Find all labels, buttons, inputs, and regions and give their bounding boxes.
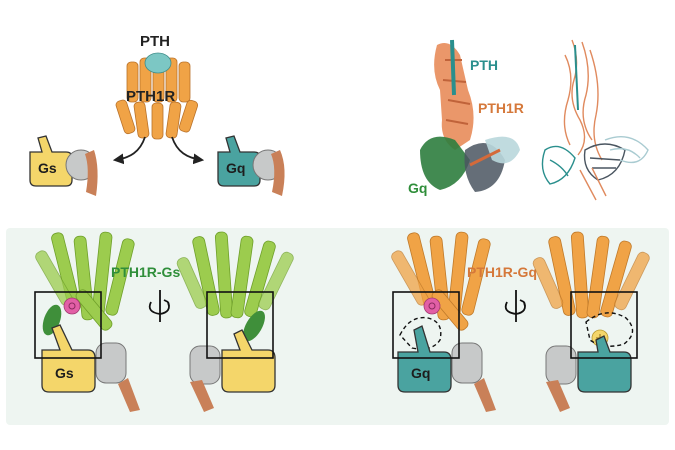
gs-pink-site-view1 (63, 297, 81, 315)
gs-label-top: Gs (38, 160, 57, 176)
gq-dashed-outline-view2 (585, 312, 634, 347)
arrow-to-gq (171, 136, 205, 165)
gq-zoom-box-view2 (570, 291, 638, 359)
structure-gq-left (420, 136, 470, 190)
gs-receptor-helices-view2 (176, 231, 294, 319)
pth-ligand (144, 52, 172, 74)
bottom-left-gs-complex: Gs PTH1R-Gs (34, 231, 294, 412)
gs-zoom-box-view1 (34, 291, 102, 359)
rotation-icon-gq (504, 290, 526, 322)
gs-dark-green-helix-view2 (243, 310, 265, 342)
pth-label: PTH (140, 33, 170, 50)
pth1r-label: PTH1R (126, 88, 175, 105)
structure-gq-label: Gq (408, 180, 427, 196)
arrow-to-gs (112, 136, 146, 165)
bottom-right-gq-complex: Gq PTH1R-Gq (391, 231, 650, 412)
top-right-structure: PTH PTH1R Gq (408, 39, 649, 201)
structure-ribbon-right (541, 39, 649, 201)
structure-pth1r-label: PTH1R (478, 100, 524, 116)
gq-receptor-helices-view2 (532, 231, 650, 319)
gq-label-bottom: Gq (411, 365, 430, 381)
rotation-icon-gs (148, 290, 170, 322)
gs-zoom-box-view2 (206, 291, 274, 359)
gq-pink-site-view1 (423, 297, 441, 315)
gs-label-bottom: Gs (55, 365, 74, 381)
gq-protein-top: Gq (217, 135, 285, 196)
gs-protein-top: Gs (29, 135, 98, 196)
bottom-panel-background (6, 228, 669, 425)
gq-label-top: Gq (226, 160, 245, 176)
gq-zoom-box-view1 (392, 291, 460, 359)
pth1r-gq-label: PTH1R-Gq (467, 264, 537, 280)
pth1r-gs-label: PTH1R-Gs (111, 264, 180, 280)
structure-pth-label: PTH (470, 57, 498, 73)
structure-ligand-left (450, 39, 456, 96)
top-left-schematic: PTH PTH1R Gs Gq (29, 33, 285, 196)
